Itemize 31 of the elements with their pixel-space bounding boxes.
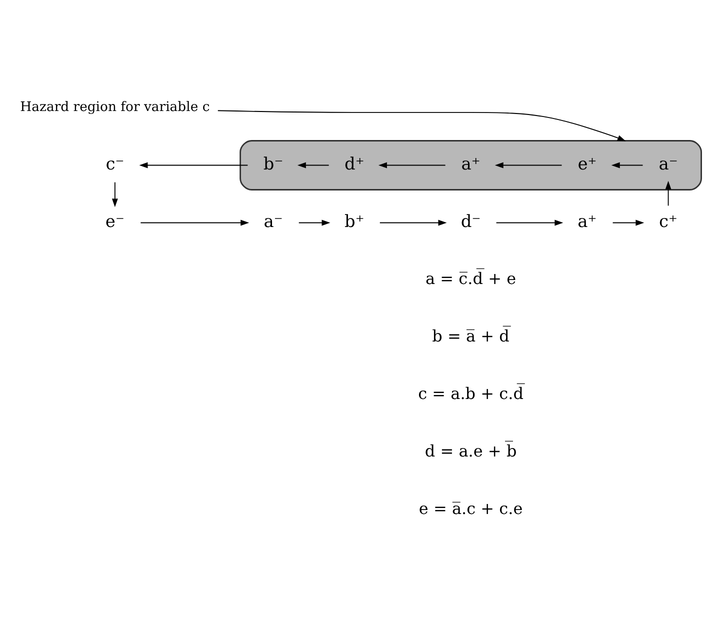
node-text: a⁺	[461, 153, 480, 174]
arrow	[379, 220, 447, 226]
arrow	[217, 110, 626, 142]
arrow	[665, 180, 672, 206]
node-text: b⁺	[344, 210, 364, 231]
label: c = a.b + c.d̅	[418, 384, 524, 404]
arrow	[612, 220, 644, 226]
node-text: d⁻	[460, 210, 481, 231]
label: d = a.e + b̅	[424, 442, 517, 461]
node-text: a⁺	[578, 210, 597, 231]
node-text: d⁺	[344, 153, 364, 174]
node-text: b⁻	[263, 153, 284, 174]
label: b = a̅ + d̅	[432, 326, 510, 346]
arrow	[378, 162, 446, 168]
node-text: c⁻	[106, 153, 124, 174]
arrow	[496, 220, 564, 226]
arrow	[611, 162, 644, 168]
node-text: c⁺	[659, 210, 678, 231]
node-text: e⁻	[105, 210, 124, 231]
arrow	[112, 182, 118, 208]
node-text: a⁻	[658, 153, 678, 174]
node-text: Hazard region for variable c	[20, 100, 210, 116]
arrow	[494, 162, 562, 168]
arrow	[297, 162, 330, 168]
label: e = a̅.c + c.e	[418, 499, 523, 518]
arrow	[140, 220, 250, 226]
arrow	[139, 162, 248, 168]
label: a = c̅.d̅ + e	[426, 269, 516, 288]
arrow	[298, 220, 330, 226]
node-text: a⁻	[264, 210, 283, 231]
node-text: e⁺	[578, 153, 597, 174]
